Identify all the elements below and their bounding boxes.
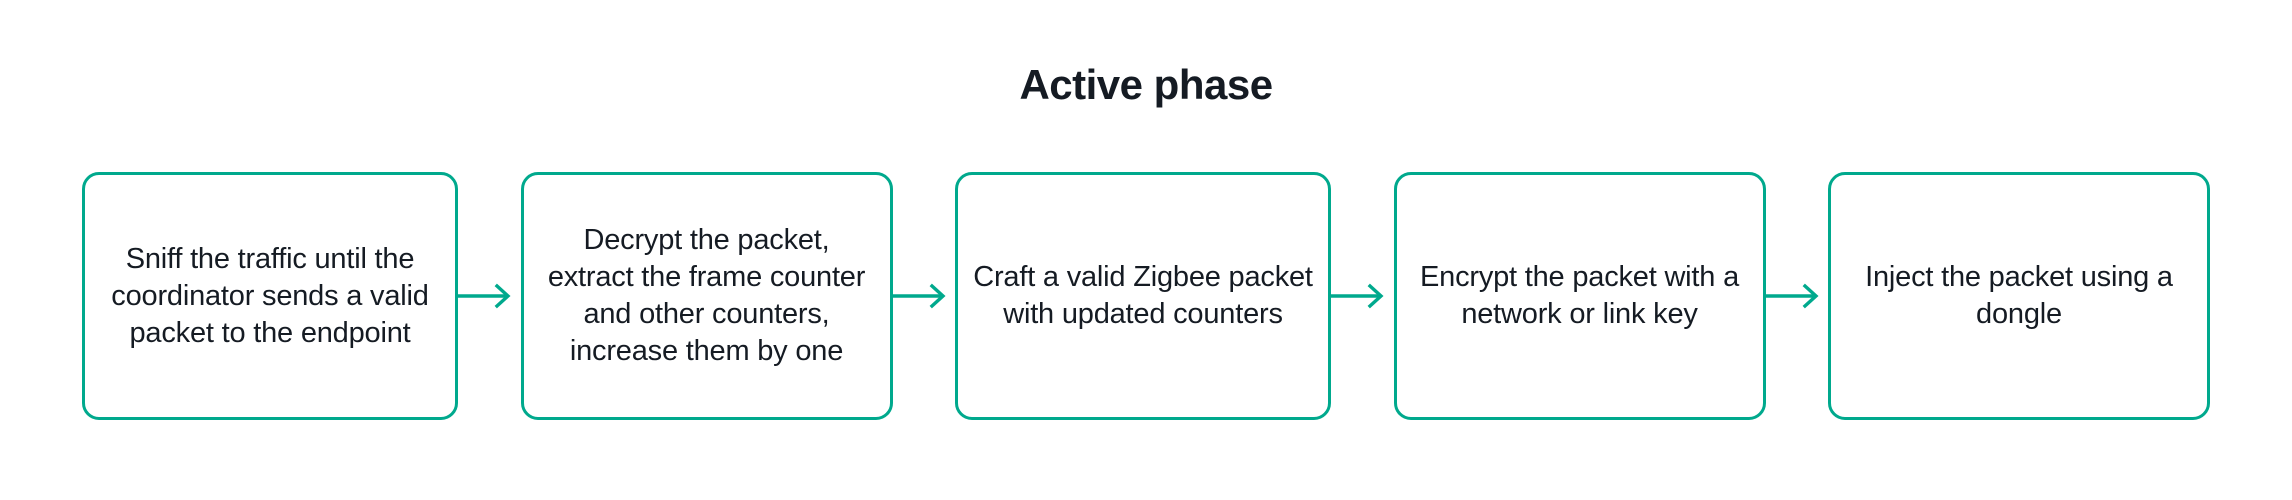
flow-step-3: Craft a valid Zigbee packet with updated… (955, 172, 1331, 420)
arrow-right-icon (1331, 283, 1384, 309)
flowchart-row: Sniff the traffic until the coordinator … (82, 172, 2210, 420)
flow-step-1-label: Sniff the traffic until the coordinator … (111, 242, 429, 349)
flow-step-2-label: Decrypt the packet, extract the frame co… (547, 224, 866, 367)
flow-connector-2-3 (892, 172, 955, 420)
flow-step-4: Encrypt the packet with a network or lin… (1393, 172, 1766, 420)
flow-step-4-label: Encrypt the packet with a network or lin… (1420, 261, 1739, 330)
arrow-right-icon (1765, 283, 1819, 309)
flow-step-5: Inject the packet using a dongle (1828, 172, 2210, 420)
flow-connector-3-4 (1331, 172, 1393, 420)
arrow-right-icon (458, 283, 511, 309)
flow-step-1: Sniff the traffic until the coordinator … (82, 172, 458, 420)
flow-step-5-label: Inject the packet using a dongle (1865, 261, 2173, 330)
flow-connector-4-5 (1765, 172, 1828, 420)
flow-connector-1-2 (458, 172, 520, 420)
flow-step-3-label: Craft a valid Zigbee packet with updated… (973, 261, 1313, 330)
arrow-right-icon (892, 283, 946, 309)
flow-step-2: Decrypt the packet, extract the frame co… (520, 172, 893, 420)
page-title: Active phase (1019, 61, 1273, 108)
